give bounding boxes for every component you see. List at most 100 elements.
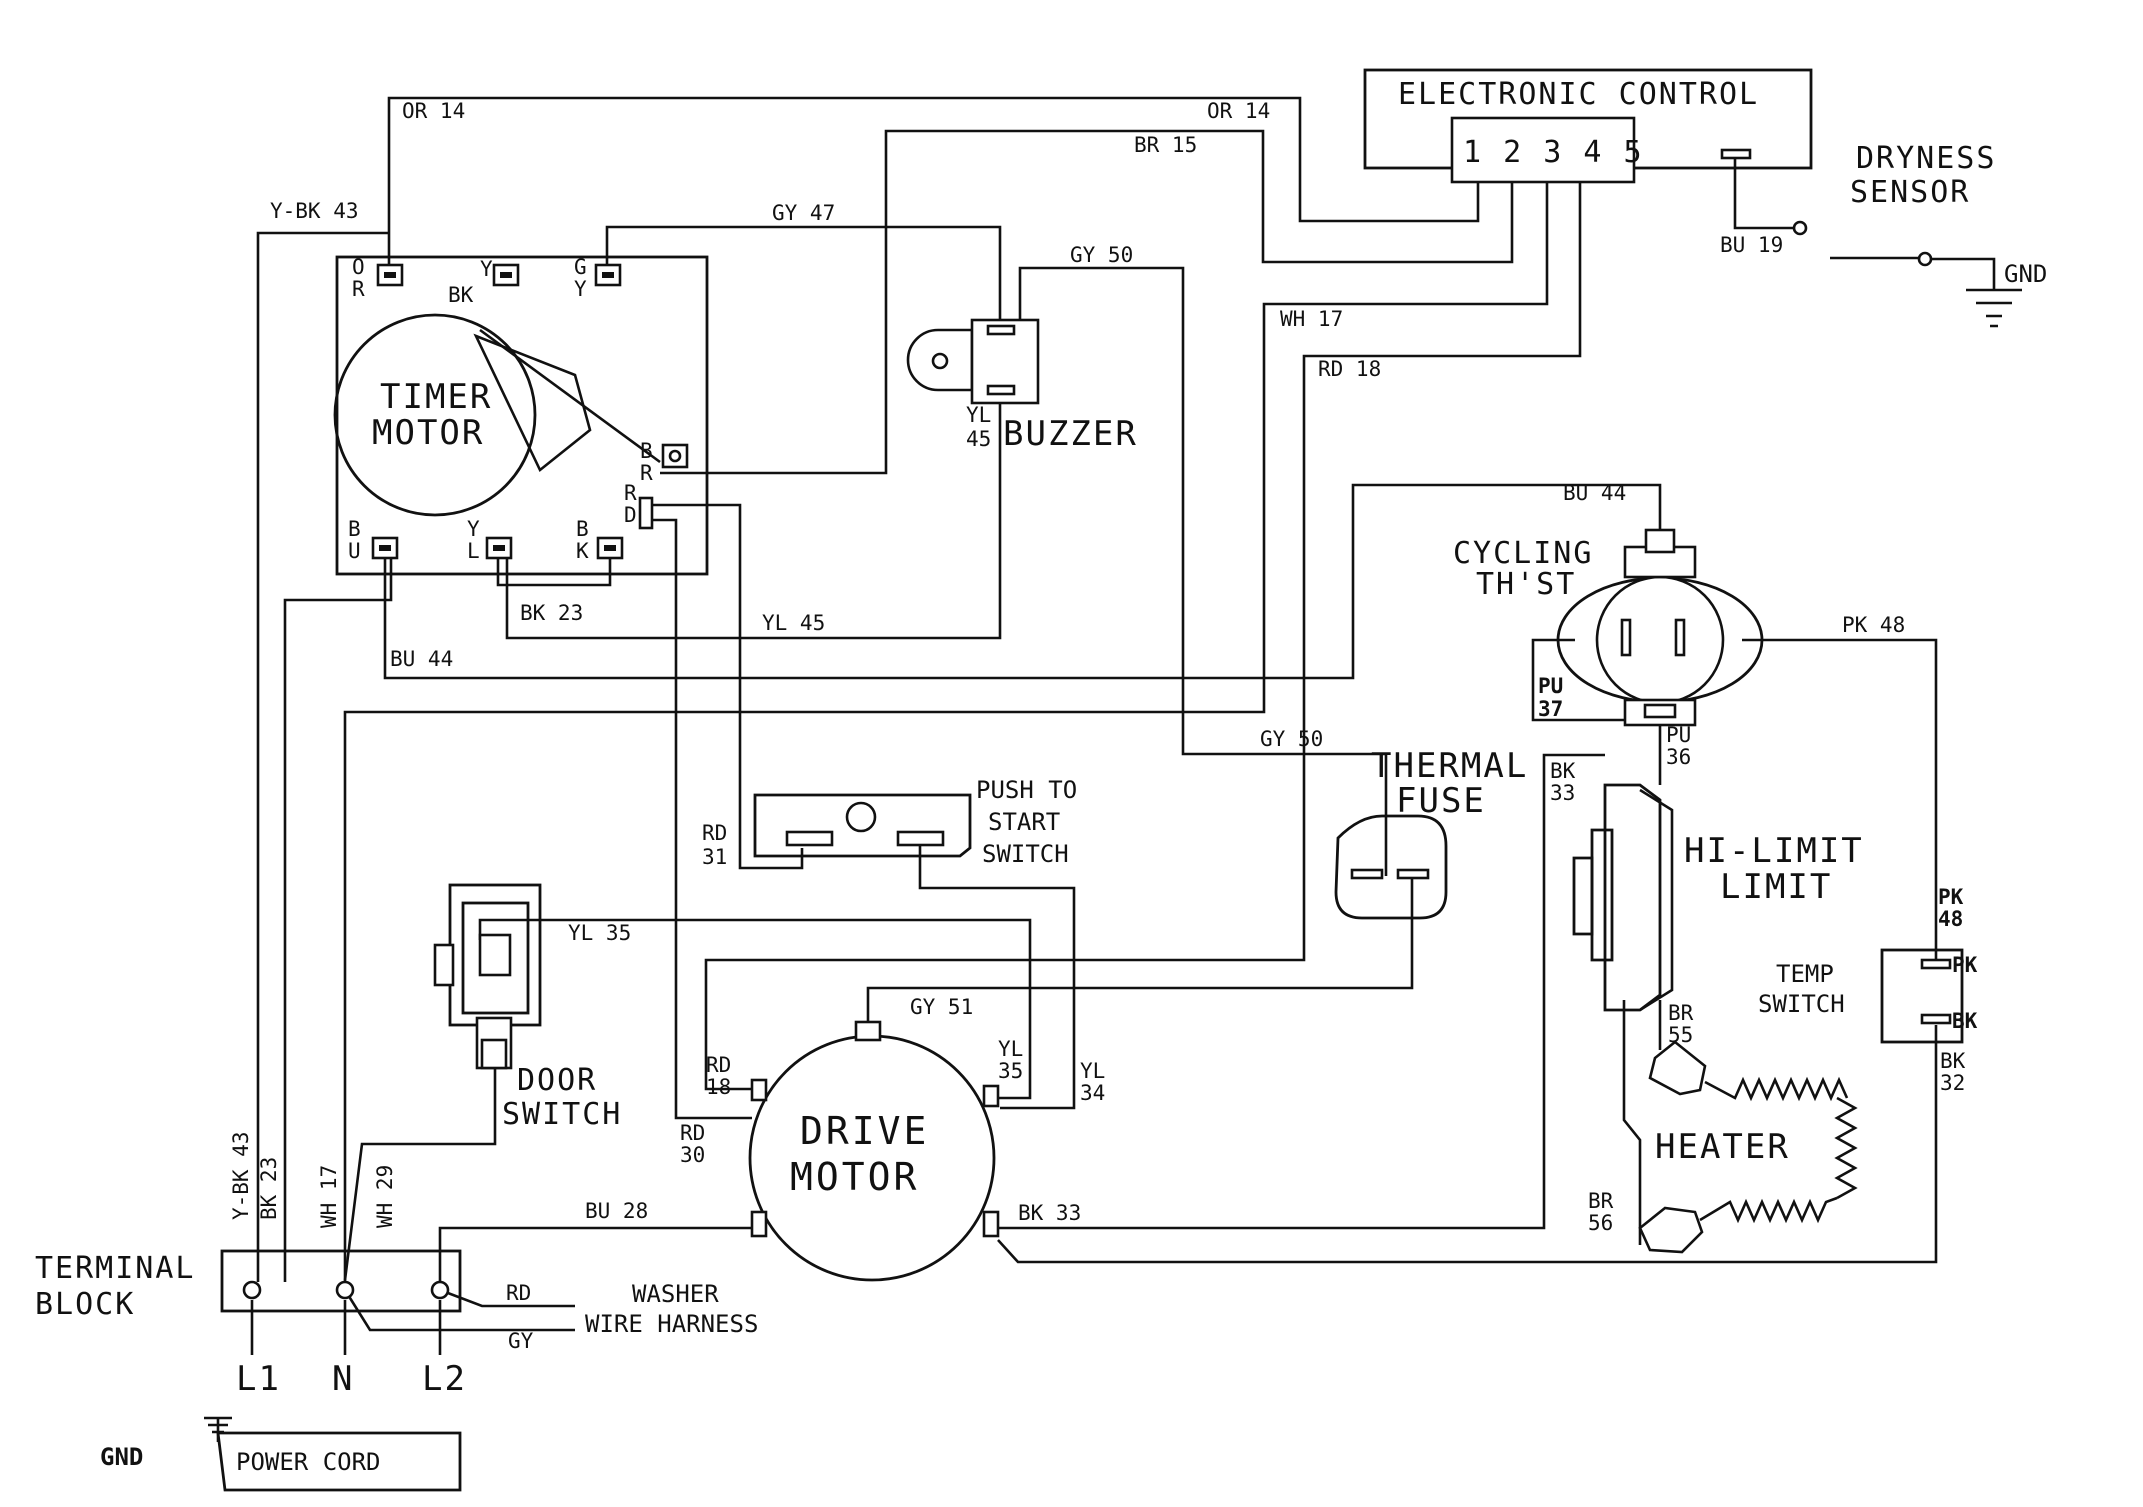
wire-label-yl45-2: 45 bbox=[966, 427, 991, 451]
wire-label-harness-rd: RD bbox=[506, 1281, 531, 1305]
timer-pin-rd-1: R bbox=[624, 481, 637, 505]
cycling-thst-label-1: CYCLING bbox=[1453, 536, 1593, 571]
wire-label-pu36-1: PU bbox=[1666, 723, 1691, 747]
wire-label-wh29-vertical: WH 29 bbox=[373, 1165, 397, 1228]
wire-ybk43 bbox=[256, 231, 389, 1282]
door-switch-contact-top bbox=[478, 933, 512, 977]
buzzer-hole bbox=[931, 352, 949, 370]
wire-label-bu44-right: BU 44 bbox=[1563, 481, 1626, 505]
wire-label-yl45-1: YL bbox=[966, 403, 991, 427]
drive-motor-label-1: DRIVE bbox=[800, 1109, 929, 1153]
timer-pin-bk2-1: B bbox=[576, 517, 589, 541]
push-to-start-button bbox=[845, 801, 877, 833]
wire-or14 bbox=[387, 96, 1480, 268]
wire-label-wh17: WH 17 bbox=[1280, 307, 1343, 331]
sensor-contact-2 bbox=[1917, 251, 1933, 267]
power-cord-gnd bbox=[204, 1416, 232, 1442]
temp-switch-box bbox=[1880, 948, 1964, 1044]
dryness-sensor-label-2: SENSOR bbox=[1850, 175, 1970, 210]
terminal-l2-screw bbox=[430, 1280, 450, 1300]
wire-heater-lower bbox=[1699, 1196, 1838, 1224]
wire-label-bk33-1: BK bbox=[1550, 759, 1576, 783]
push-to-start-terminal-2 bbox=[896, 830, 945, 847]
cycling-thst-terminal-bottom bbox=[1643, 703, 1677, 719]
wire-wh17 bbox=[343, 182, 1549, 1282]
wire-label-pk48: PK 48 bbox=[1842, 613, 1905, 637]
wire-gy47 bbox=[605, 225, 1002, 327]
wire-label-or14-left: OR 14 bbox=[402, 99, 465, 123]
thermal-fuse-label-1: THERMAL bbox=[1371, 746, 1528, 786]
hi-limit-label-2: LIMIT bbox=[1720, 867, 1832, 907]
hi-limit-body bbox=[1603, 783, 1662, 1012]
thermal-fuse-terminal-2 bbox=[1396, 868, 1430, 880]
wire-label-harness-gy: GY bbox=[508, 1329, 534, 1353]
timer-pin-bu-2: U bbox=[348, 539, 361, 563]
drive-motor-terminal-top bbox=[854, 1020, 882, 1042]
wire-label-rd30-2: 30 bbox=[680, 1143, 705, 1167]
power-cord-label: POWER CORD bbox=[236, 1448, 381, 1476]
timer-pin-y: Y bbox=[480, 257, 493, 281]
drive-motor-terminal-bu28 bbox=[750, 1210, 768, 1238]
wire-label-br56-2: 56 bbox=[1588, 1211, 1613, 1235]
sensor-gnd-label: GND bbox=[2004, 260, 2047, 288]
wire-rd31 bbox=[652, 503, 804, 870]
wire-label-wh17-vertical: WH 17 bbox=[317, 1165, 341, 1228]
timer-pin-or-1: O bbox=[352, 255, 365, 279]
wire-pu37 bbox=[1531, 638, 1640, 722]
wire-label-pu37-1: PU bbox=[1538, 674, 1563, 698]
wire-br56 bbox=[1622, 1000, 1642, 1245]
thermal-fuse-body bbox=[1334, 814, 1448, 920]
wire-label-gy50-top: GY 50 bbox=[1070, 243, 1133, 267]
thermal-fuse-terminal-1 bbox=[1350, 868, 1384, 880]
temp-switch-label-2: SWITCH bbox=[1758, 990, 1845, 1018]
timer-pin-or-2: R bbox=[352, 277, 365, 301]
push-to-start-label-2: START bbox=[988, 808, 1060, 836]
wire-bu19 bbox=[1733, 158, 1794, 230]
wire-label-bk23-vertical: BK 23 bbox=[257, 1157, 281, 1220]
temp-switch-terminal-pk bbox=[1920, 958, 1952, 970]
wire-label-br55-2: 55 bbox=[1668, 1023, 1693, 1047]
timer-motor-label-1: TIMER bbox=[380, 377, 492, 417]
wire-label-rd18-motor-1: RD bbox=[706, 1053, 731, 1077]
hi-limit-label-1: HI-LIMIT bbox=[1684, 831, 1864, 871]
door-switch-label-2: SWITCH bbox=[502, 1097, 622, 1132]
timer-pin-yl-2: L bbox=[467, 539, 480, 563]
terminal-l1-label: L1 bbox=[236, 1359, 281, 1399]
control-terminal-numbers: 1 2 3 4 5 bbox=[1463, 135, 1644, 170]
wire-label-bk33-motor: BK 33 bbox=[1018, 1201, 1081, 1225]
wire-label-bk32-2: 32 bbox=[1940, 1071, 1965, 1095]
washer-harness-label-2: WIRE HARNESS bbox=[585, 1310, 758, 1338]
wire-label-yl35-motor-1: YL bbox=[998, 1037, 1023, 1061]
wire-label-yl35-motor-2: 35 bbox=[998, 1059, 1023, 1083]
timer-motor-label-2: MOTOR bbox=[372, 413, 484, 453]
sensor-connector bbox=[1720, 148, 1752, 160]
hi-limit-strap bbox=[1639, 788, 1674, 1012]
temp-switch-pin-pk: PK bbox=[1952, 953, 1978, 977]
buzzer-label: BUZZER bbox=[1003, 414, 1138, 454]
hi-limit-bracket bbox=[1572, 856, 1594, 936]
wire-label-rd30-1: RD bbox=[680, 1121, 705, 1145]
wire-label-ybk43: Y-BK 43 bbox=[270, 199, 359, 223]
timer-pin-br-2: R bbox=[640, 461, 653, 485]
sensor-contact-1 bbox=[1792, 220, 1808, 236]
cycling-thst-terminal-top bbox=[1644, 528, 1676, 554]
timer-motor bbox=[333, 313, 537, 517]
drive-motor-terminal-rd18 bbox=[750, 1078, 768, 1102]
drive-motor-terminal-yl35 bbox=[982, 1084, 1000, 1108]
components bbox=[204, 68, 2022, 1492]
timer-pin-bk: BK bbox=[448, 283, 474, 307]
wire-bk32 bbox=[997, 1025, 1938, 1264]
push-to-start-terminal-1 bbox=[785, 830, 834, 847]
wire-bk23 bbox=[496, 550, 612, 587]
wire-door-n bbox=[343, 1068, 497, 1281]
drive-motor-label-2: MOTOR bbox=[790, 1155, 919, 1199]
gnd-symbol bbox=[1966, 288, 2022, 328]
wire-label-br55-1: BR bbox=[1668, 1001, 1694, 1025]
push-to-start-body bbox=[753, 793, 972, 858]
wire-label-bk32-1: BK bbox=[1940, 1049, 1966, 1073]
temp-switch-label-1: TEMP bbox=[1776, 960, 1834, 988]
wire-heater-coil bbox=[1834, 1096, 1858, 1200]
wire-harness-rd bbox=[439, 1288, 575, 1308]
push-to-start-label-1: PUSH TO bbox=[976, 776, 1077, 804]
door-switch-label-1: DOOR bbox=[517, 1063, 597, 1098]
